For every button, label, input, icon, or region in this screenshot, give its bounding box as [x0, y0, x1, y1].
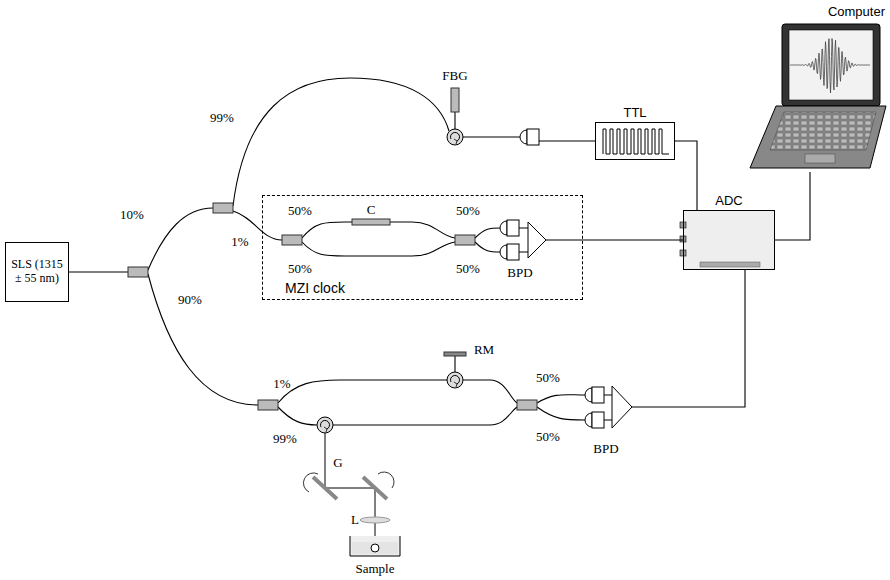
part-label: L	[351, 513, 359, 527]
part-label: RM	[474, 343, 494, 357]
node-label: TTL	[596, 106, 674, 121]
part-label: 50%	[536, 430, 560, 444]
part-label: 90%	[178, 293, 202, 307]
part-label: 50%	[536, 371, 560, 385]
part-label: G	[333, 456, 342, 470]
part-label: 10%	[120, 208, 144, 222]
fibers	[69, 78, 745, 540]
part-label: 99%	[273, 432, 297, 446]
laptop	[750, 24, 886, 168]
source-box: SLS (1315 ± 55 nm)	[5, 242, 69, 302]
adc-box: ADC	[683, 210, 775, 270]
lens	[360, 517, 390, 523]
part-label: BPD	[507, 266, 532, 280]
fiber-couplers	[128, 203, 537, 410]
part-label: 1%	[273, 377, 290, 391]
galvo-mirrors	[303, 472, 394, 499]
ttl-pulse-train	[603, 129, 669, 154]
adc-card	[680, 210, 775, 270]
compensator	[352, 219, 390, 225]
part-label: 1%	[231, 235, 248, 249]
node-label: MZI clock	[285, 280, 345, 296]
node-label: Computer	[828, 5, 885, 20]
part-label: 99%	[210, 111, 234, 125]
part-label: BPD	[593, 442, 618, 456]
part-label: 50%	[456, 204, 480, 218]
node-label: ADC	[684, 194, 774, 209]
computer: Computer	[745, 3, 885, 172]
reference-mirror	[444, 352, 466, 356]
part-label: 50%	[288, 262, 312, 276]
part-label: 50%	[288, 204, 312, 218]
signal-cable	[583, 240, 683, 241]
part-label: C	[367, 203, 376, 217]
node-label: SLS (1315 ± 55 nm)	[9, 258, 65, 286]
part-label: 50%	[456, 262, 480, 276]
signal-cable	[775, 172, 810, 240]
fbg-grating	[451, 88, 459, 112]
part-label: Sample	[356, 562, 395, 576]
part-label: FBG	[442, 69, 467, 83]
signal-cable	[675, 141, 697, 210]
sample-container	[350, 536, 400, 556]
ttl-box: TTL	[595, 122, 675, 160]
